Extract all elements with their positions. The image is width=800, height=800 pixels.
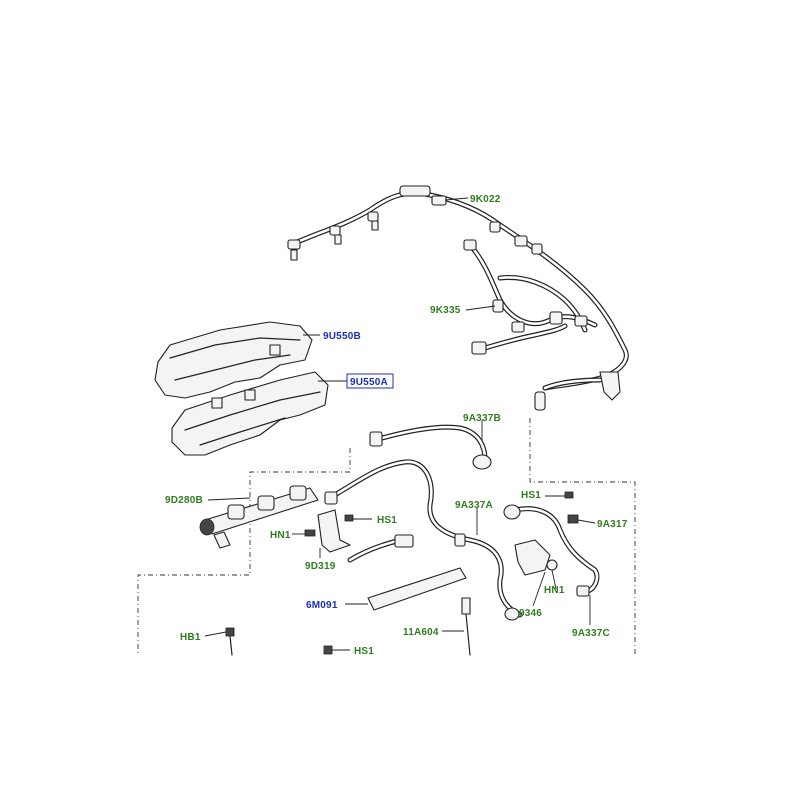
label-9346: 9346 [519, 608, 542, 619]
fuel-pipe-right [503, 504, 600, 597]
fuel-rail [199, 485, 319, 549]
part-labels: 9K022 9K335 9U550B 9U550A 9A337B 9D280B … [165, 194, 628, 657]
wiring-harness [287, 185, 629, 411]
label-9k335: 9K335 [430, 305, 461, 316]
label-9u550b: 9U550B [323, 331, 361, 342]
fuel-pipe-upper [369, 424, 492, 470]
label-hs1-rail: HS1 [377, 515, 397, 526]
boundary-lines [137, 418, 636, 655]
label-9d280b: 9D280B [165, 495, 203, 506]
bracket [304, 509, 354, 553]
fasteners [225, 491, 579, 656]
label-9u550a[interactable]: 9U550A [350, 377, 388, 388]
label-9a337a: 9A337A [455, 500, 493, 511]
fuel-pipe-middle [324, 459, 523, 621]
label-hs1-bottom: HS1 [354, 646, 374, 657]
sensor-harness [347, 534, 467, 611]
label-6m091: 6M091 [306, 600, 338, 611]
selected-part-box [346, 373, 394, 389]
leader-lines [204, 197, 596, 651]
label-hb1: HB1 [180, 632, 201, 643]
label-11a604: 11A604 [403, 627, 439, 638]
label-hn1-bracket: HN1 [270, 530, 291, 541]
label-9a317: 9A317 [597, 519, 628, 530]
label-hn1-valve: HN1 [544, 585, 565, 596]
label-9d319: 9D319 [305, 561, 336, 572]
label-9k022: 9K022 [470, 194, 501, 205]
label-hs1-right: HS1 [521, 490, 541, 501]
valve-assembly [514, 539, 558, 576]
label-9a337b: 9A337B [463, 413, 501, 424]
label-9a337c: 9A337C [572, 628, 610, 639]
engine-cover-lower [171, 371, 329, 456]
glow-plug [461, 597, 471, 656]
engine-cover-upper [154, 321, 313, 399]
